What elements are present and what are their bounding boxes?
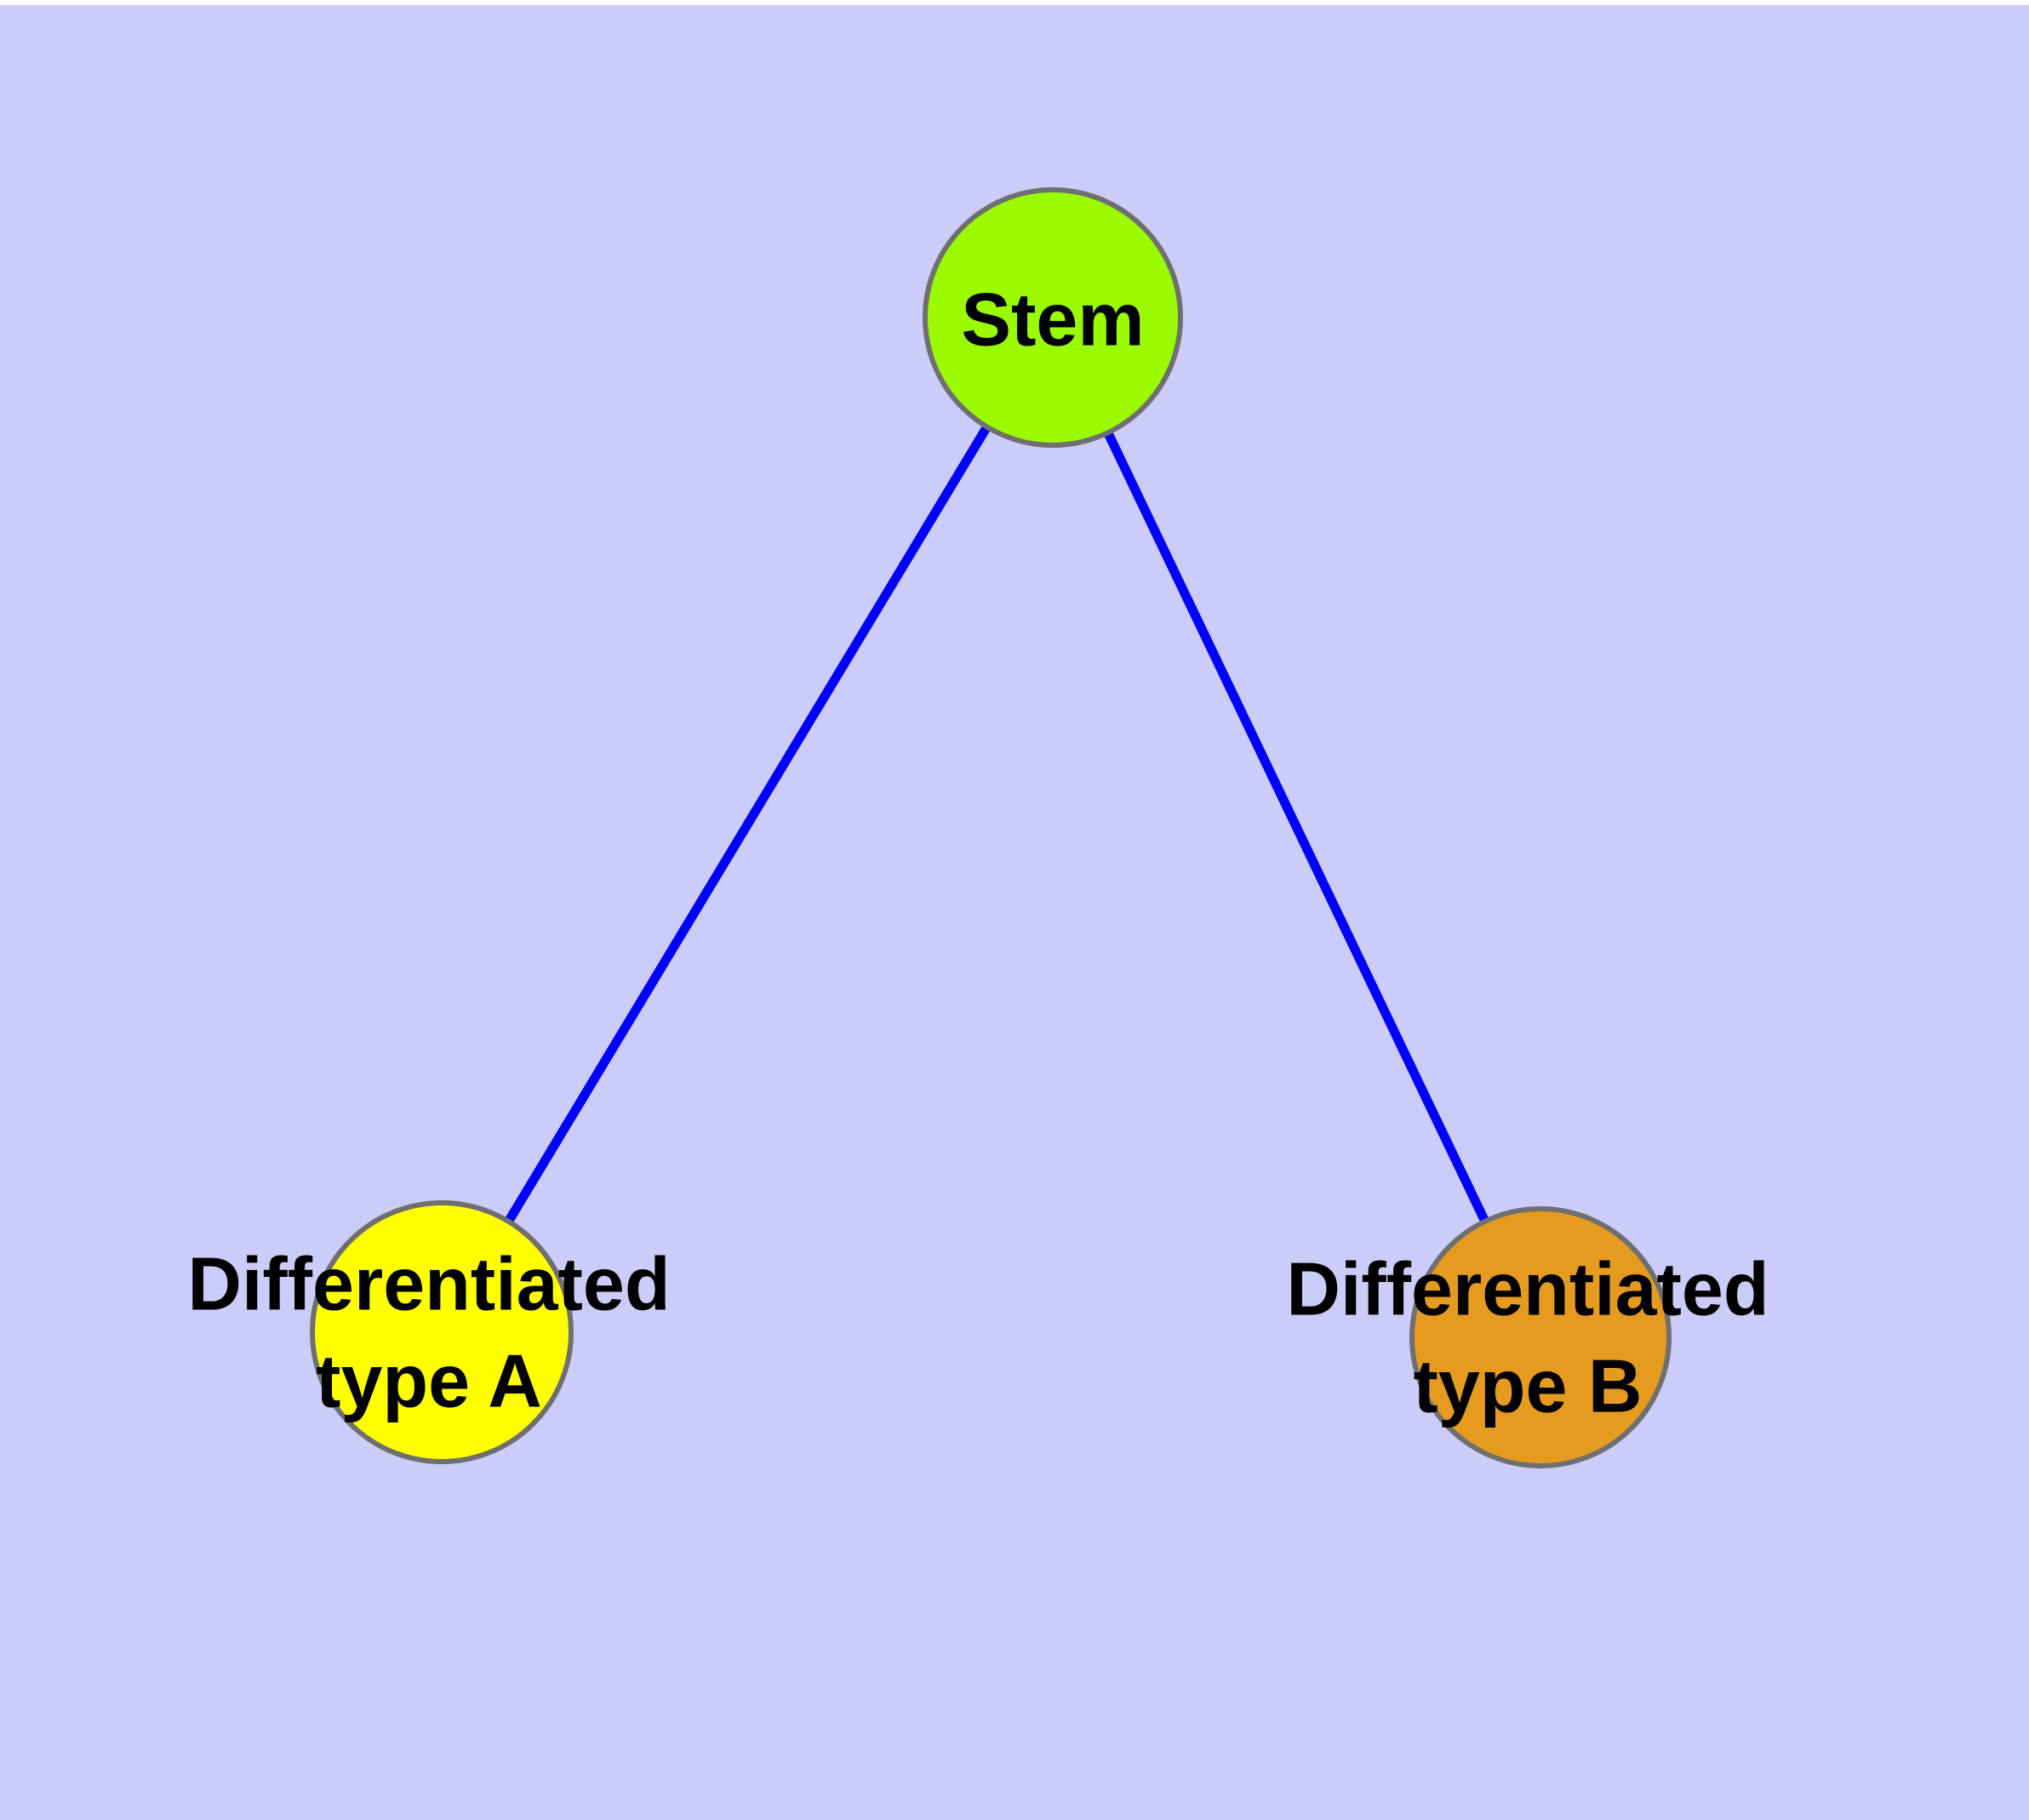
node-type-b-label-line1: Differentiated [1286,1247,1769,1331]
node-differentiated-type-a [310,1200,574,1464]
node-stem [923,187,1183,448]
node-type-a-label-line2: type A [316,1339,542,1423]
edge-stem-to-type-b [1049,315,1545,1340]
node-type-b-label-line2: type B [1414,1344,1643,1428]
node-type-a-label-line1: Differentiated [187,1242,670,1326]
edge-stem-to-type-a [437,315,1057,1335]
node-stem-label: Stem [961,278,1144,362]
node-differentiated-type-b [1409,1206,1672,1468]
